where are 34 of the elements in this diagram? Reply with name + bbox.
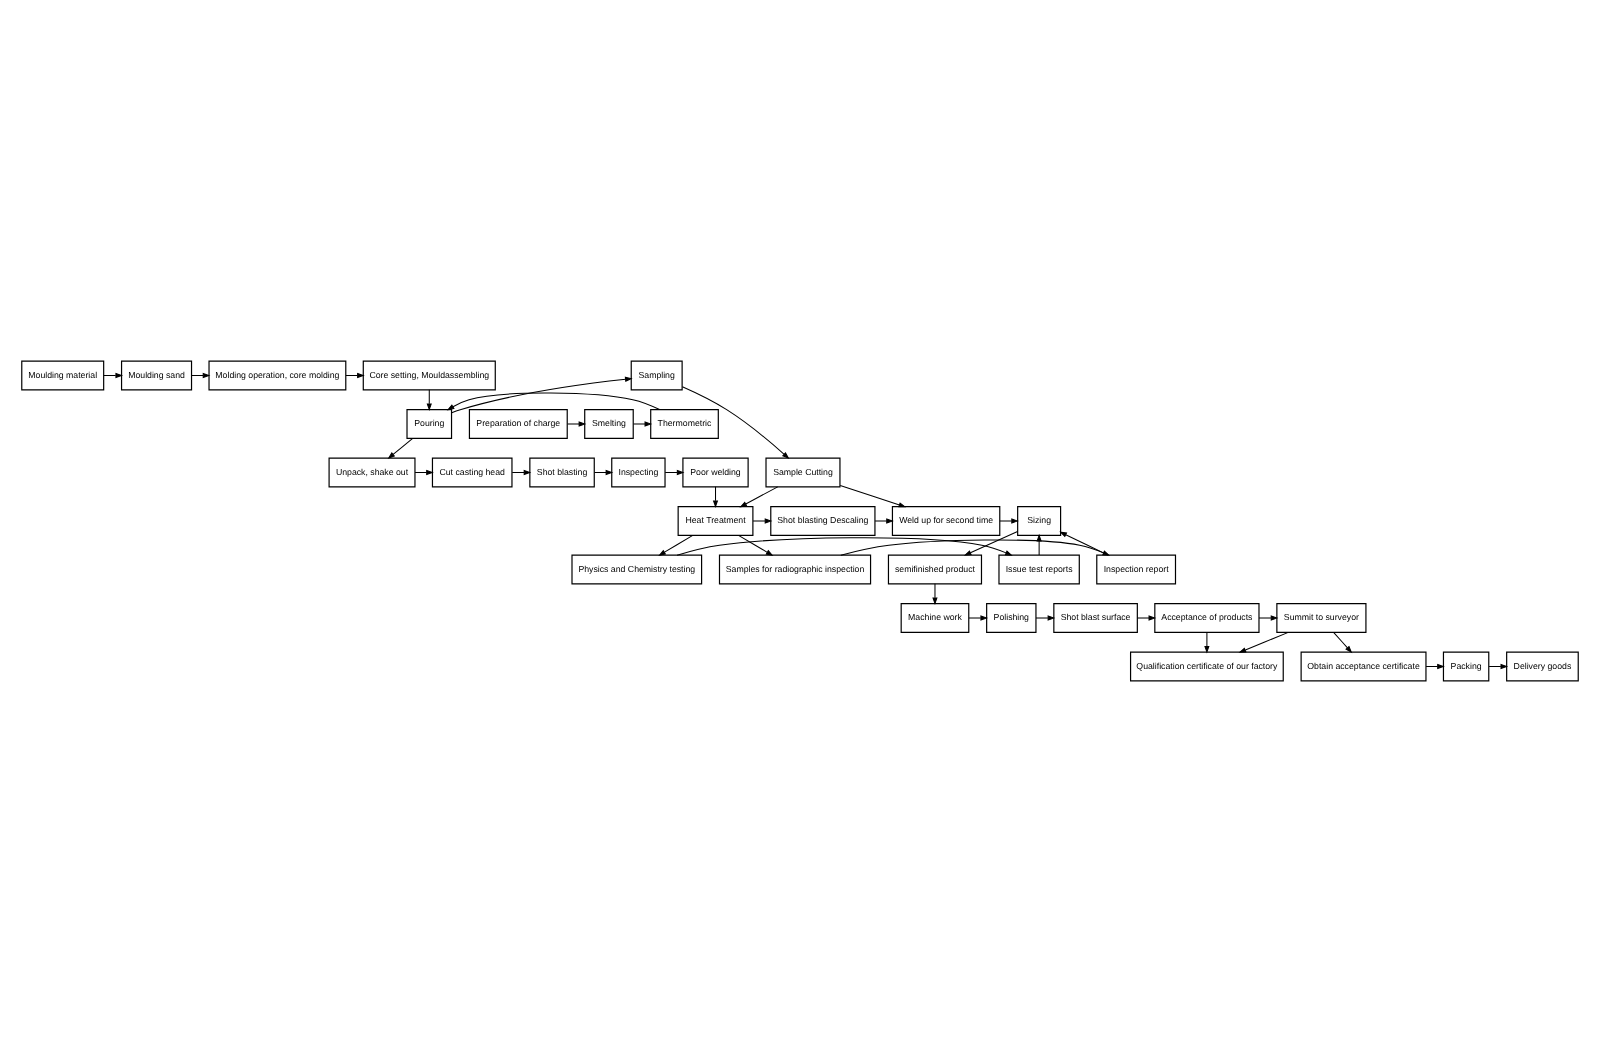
arrow — [874, 517, 894, 523]
arrow — [1258, 614, 1279, 620]
arrow — [738, 533, 774, 555]
arrow — [387, 436, 414, 458]
arrow — [426, 388, 432, 411]
arrow — [1036, 532, 1042, 555]
arrow — [963, 530, 1019, 555]
arrow — [739, 485, 779, 507]
arrow — [511, 468, 532, 475]
arrow — [451, 375, 633, 413]
arrow — [446, 391, 661, 410]
arrow — [932, 582, 938, 605]
arrow — [1333, 630, 1353, 653]
arrow — [664, 468, 685, 475]
arrow — [681, 385, 790, 459]
arrow — [1137, 614, 1157, 620]
arrow — [1238, 630, 1289, 652]
arrow — [567, 420, 587, 426]
arrow — [658, 533, 694, 555]
arrow — [1488, 662, 1509, 669]
arrow — [712, 485, 719, 508]
arrow — [1204, 630, 1210, 653]
arrow — [676, 536, 1013, 555]
arrow — [999, 517, 1019, 523]
arrow — [968, 614, 989, 620]
arrow — [632, 420, 653, 426]
arrow — [103, 371, 124, 378]
arrow — [1035, 614, 1056, 620]
arrow — [1425, 662, 1445, 669]
arrow — [191, 371, 211, 378]
arrow — [839, 484, 907, 507]
arrow — [345, 371, 365, 378]
arrow — [414, 468, 434, 475]
arrow — [752, 517, 773, 523]
